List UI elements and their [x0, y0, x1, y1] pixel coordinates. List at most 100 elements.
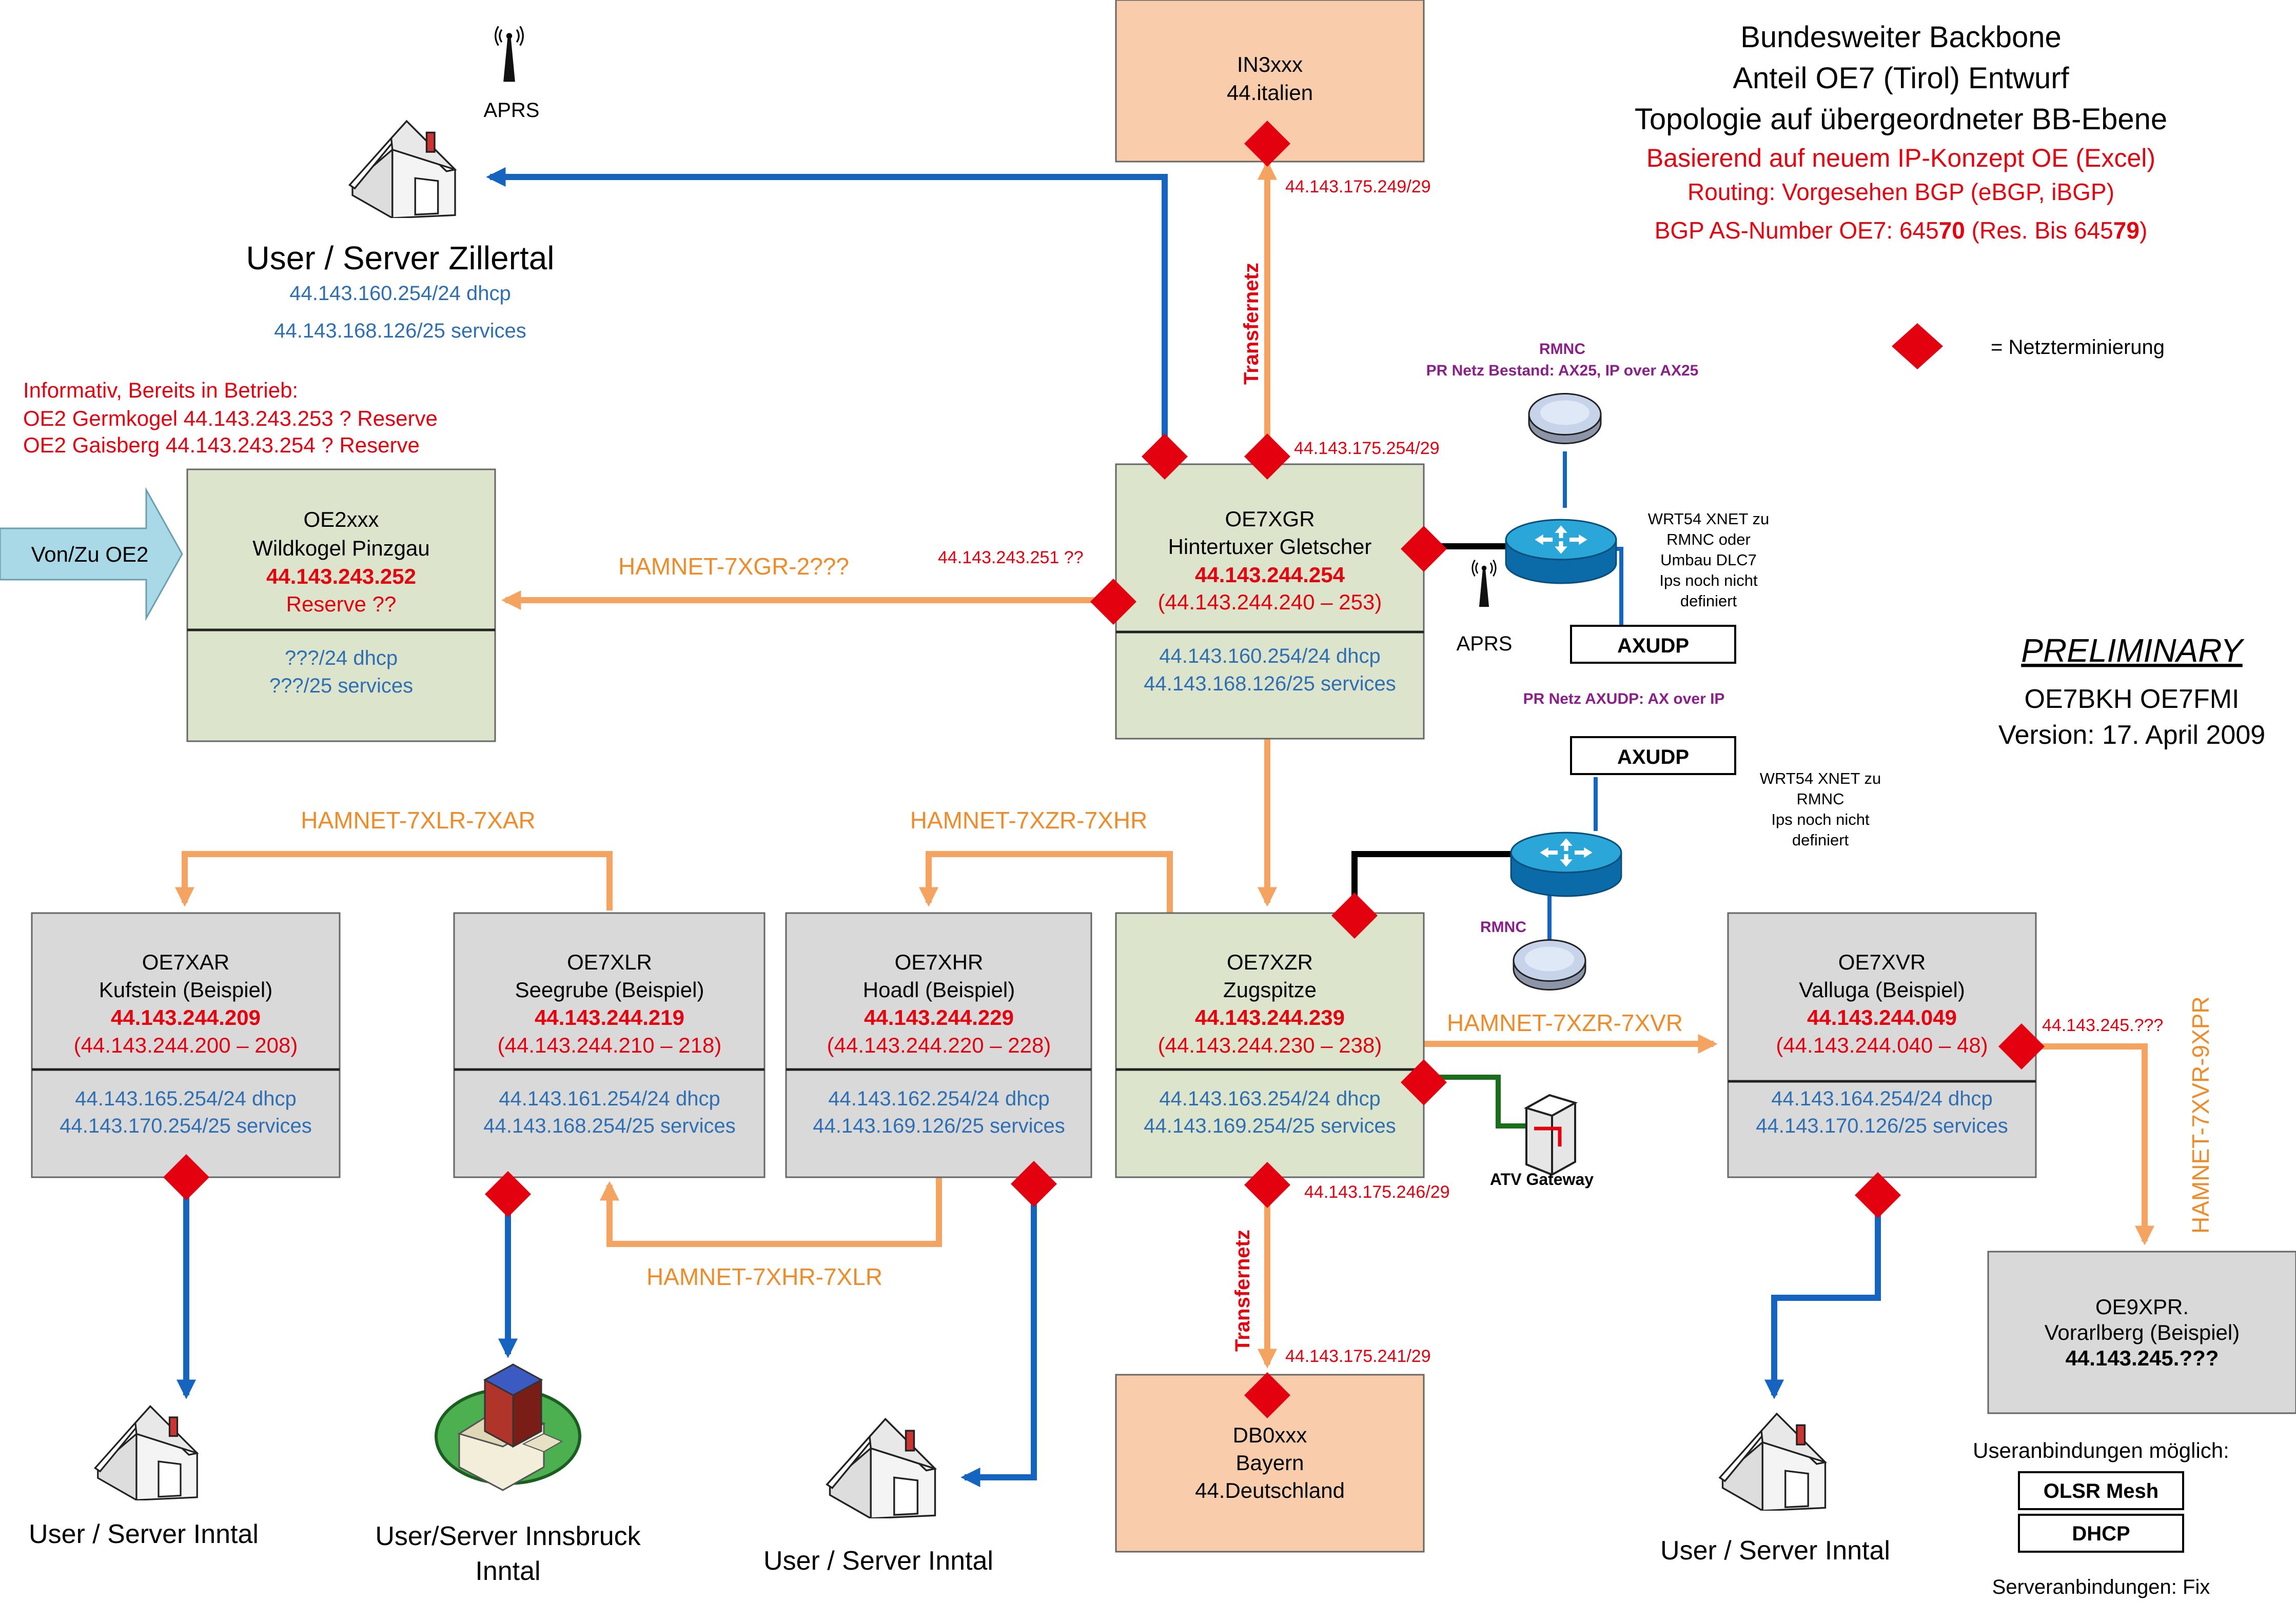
preliminary-version: Version: 17. April 2009 [1998, 720, 2265, 750]
oe7xar-name: OE7XAR [142, 950, 229, 974]
wrt-note-1-line-5: definiert [1680, 592, 1737, 610]
oe7xar-services: 44.143.170.254/25 services [60, 1115, 311, 1137]
house-icon-inntal-2 [826, 1418, 936, 1518]
atv-server-icon [1523, 1094, 1578, 1176]
oe7xhr-range: (44.143.244.220 – 228) [827, 1033, 1051, 1057]
oe2-range: Reserve ?? [286, 592, 397, 616]
termination-xzr-right [1401, 1059, 1447, 1105]
title-line-1: Bundesweiter Backbone [1740, 21, 2062, 54]
link-xzr-atv [1424, 1075, 1526, 1129]
oe7xgr-services: 44.143.168.126/25 services [1144, 672, 1396, 695]
rmnc-top-name: RMNC [1539, 341, 1585, 358]
link-label-xvr-9xpr: HAMNET-7XVR-9XPR [2187, 996, 2214, 1234]
oe7xvr-services: 44.143.170.126/25 services [1756, 1115, 2008, 1137]
termination-xvr-bottom [1855, 1172, 1901, 1218]
oe7xlr-range: (44.143.244.210 – 218) [498, 1033, 722, 1057]
link-xgr-zillertal [486, 167, 1168, 451]
oe7xgr-range: (44.143.244.240 – 253) [1158, 590, 1382, 614]
termination-xgr-top-left [1142, 433, 1188, 480]
oe7xvr-location: Valluga (Beispiel) [1799, 978, 1965, 1002]
oe7xhr-name: OE7XHR [895, 950, 984, 974]
termination-xgr-right [1401, 526, 1447, 572]
zillertal-services: 44.143.168.126/25 services [274, 320, 526, 342]
oe7xar-range: (44.143.244.200 – 208) [74, 1033, 298, 1057]
von-zu-oe2-arrow [0, 487, 183, 621]
ip-label-245: 44.143.245.??? [2042, 1016, 2163, 1035]
node-oe9xpr[interactable] [1987, 1251, 2296, 1414]
ip-label-241: 44.143.175.241/29 [1285, 1347, 1431, 1366]
link-label-xzr-xvr: HAMNET-7XZR-7XVR [1447, 1010, 1683, 1036]
termination-db0 [1244, 1372, 1290, 1418]
zillertal-label: User / Server Zillertal [246, 240, 555, 276]
axudp-box-top[interactable] [1570, 625, 1736, 664]
oe7xzr-location: Zugspitze [1223, 978, 1317, 1002]
user-label-inntal-2: User / Server Inntal [763, 1546, 993, 1576]
wrt-note-1-line-4: Ips noch nicht [1659, 571, 1758, 589]
oe7xvr-range: (44.143.244.040 – 48) [1776, 1033, 1988, 1057]
oe7xvr-name: OE7XVR [1838, 950, 1926, 974]
rmnc-top-desc: PR Netz Bestand: AX25, IP over AX25 [1426, 362, 1699, 379]
node-oe7xvr[interactable] [1727, 912, 2037, 1178]
db0-sub: 44.Deutschland [1195, 1478, 1345, 1502]
house-icon-zillertal [348, 120, 456, 218]
axudp-box-bottom[interactable] [1570, 736, 1736, 775]
oe7xlr-name: OE7XLR [567, 950, 652, 974]
oe7xzr-ip: 44.143.244.239 [1195, 1005, 1345, 1030]
node-oe7xar[interactable] [31, 912, 341, 1178]
oe9-location: Vorarlberg (Beispiel) [2045, 1320, 2240, 1344]
rmnc-icon-top [1528, 392, 1602, 445]
oe2-ip: 44.143.243.252 [266, 564, 416, 588]
wrt-note-1-line-2: RMNC oder [1666, 530, 1751, 548]
axudp-label-bottom: AXUDP [1617, 746, 1689, 768]
info-line-2: OE2 Germkogel 44.143.243.253 ? Reserve [23, 406, 438, 430]
node-oe7xzr[interactable] [1115, 912, 1425, 1178]
termination-xgr-top-right [1244, 433, 1290, 480]
user-label-inntal-1: User / Server Inntal [29, 1519, 259, 1549]
oe7xhr-ip: 44.143.244.229 [864, 1005, 1014, 1030]
ip-label-249: 44.143.175.249/29 [1285, 177, 1431, 196]
wrt-note-2-line-2: RMNC [1797, 790, 1844, 808]
oe7xgr-location: Hintertuxer Gletscher [1168, 535, 1372, 559]
in3-name: IN3xxx [1237, 52, 1303, 76]
link-label-xzr-xhr: HAMNET-7XZR-7XHR [910, 807, 1148, 834]
church-icon-innsbruck [435, 1363, 581, 1491]
oe9-name: OE9XPR. [2095, 1295, 2189, 1319]
router-icon-top [1505, 519, 1617, 584]
aprs-antenna-top [495, 25, 524, 83]
ip-label-246: 44.143.175.246/29 [1304, 1182, 1450, 1202]
termination-xgr-left [1090, 579, 1136, 625]
von-zu-oe2-label: Von/Zu OE2 [31, 542, 149, 566]
title-line-4: Basierend auf neuem IP-Konzept OE (Excel… [1646, 144, 2155, 172]
option-dhcp-label: DHCP [2072, 1522, 2130, 1545]
oe7xar-dhcp: 44.143.165.254/24 dhcp [75, 1087, 297, 1110]
info-line-3: OE2 Gaisberg 44.143.243.254 ? Reserve [23, 433, 420, 457]
termination-in3 [1244, 121, 1290, 167]
oe7xvr-ip: 44.143.244.049 [1807, 1005, 1957, 1030]
oe7xlr-ip: 44.143.244.219 [535, 1005, 684, 1030]
oe2-dhcp: ???/24 dhcp [285, 647, 398, 669]
node-oe7xlr[interactable] [453, 912, 766, 1178]
termination-xzr-bottom [1244, 1162, 1290, 1208]
oe7xhr-dhcp: 44.143.162.254/24 dhcp [828, 1087, 1050, 1110]
oe7xgr-dhcp: 44.143.160.254/24 dhcp [1159, 645, 1381, 667]
oe7xzr-dhcp: 44.143.163.254/24 dhcp [1159, 1087, 1381, 1110]
oe7xlr-services: 44.143.168.254/25 services [483, 1115, 735, 1137]
oe7xhr-location: Hoadl (Beispiel) [863, 978, 1015, 1002]
node-oe7xgr[interactable] [1115, 463, 1425, 740]
ip-label-254: 44.143.175.254/29 [1294, 439, 1440, 458]
legend-termination-label: = Netzterminierung [1991, 336, 2165, 359]
oe7xlr-dhcp: 44.143.161.254/24 dhcp [499, 1087, 720, 1110]
ip-label-251: 44.143.243.251 ?? [938, 548, 1084, 567]
wrt-note-1-line-3: Umbau DLC7 [1660, 551, 1757, 569]
link-xvr-9xpr [2022, 1043, 2155, 1245]
oe2-location: Wildkogel Pinzgau [252, 536, 430, 560]
aprs-label-mid: APRS [1457, 632, 1513, 655]
transfer-label-top: Transfernetz [1240, 263, 1263, 385]
rmnc-bottom-name: RMNC [1480, 919, 1526, 936]
zillertal-dhcp: 44.143.160.254/24 dhcp [289, 282, 511, 305]
db0-name: DB0xxx [1233, 1423, 1307, 1447]
termination-xvr-right [1998, 1023, 2045, 1070]
db0-location: Bayern [1235, 1451, 1304, 1475]
node-oe7xhr[interactable] [785, 912, 1092, 1178]
node-oe2xxx[interactable] [186, 468, 496, 742]
